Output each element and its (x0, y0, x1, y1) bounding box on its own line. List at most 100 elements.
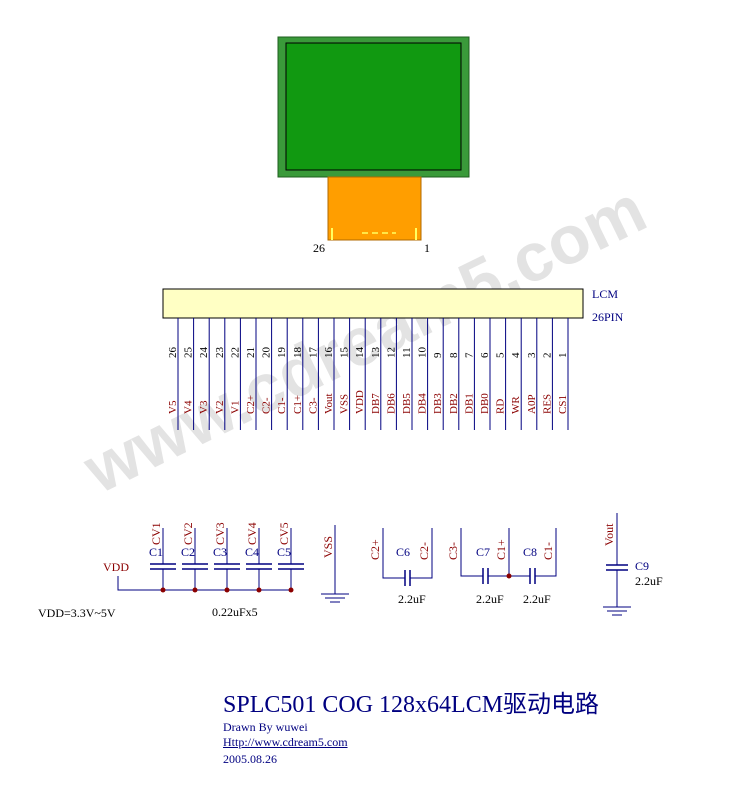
vss-net-label: VSS (321, 536, 335, 558)
power-cap-net-label: CV4 (245, 522, 259, 545)
connector-pin-signal: DB3 (432, 393, 444, 414)
c8-name: C8 (523, 545, 537, 559)
connector-pin-number: 21 (245, 347, 257, 358)
connector-pin-signal: C1- (276, 397, 288, 414)
connector-pin-number: 6 (479, 352, 491, 358)
connector-pin-number: 11 (401, 347, 413, 358)
connector-pin-number: 24 (198, 347, 210, 359)
connector-pin-number: 22 (229, 347, 241, 358)
connector-pin-number: 16 (323, 347, 335, 359)
connector-pin-number: 4 (510, 352, 522, 358)
connector-name: LCM (592, 287, 618, 301)
connector-pin-signal: DB4 (417, 393, 429, 414)
connector-pin-signal: V5 (167, 400, 179, 414)
connector-pin-number: 25 (183, 347, 195, 359)
c8-wire-right (535, 528, 557, 577)
lcd-screen (285, 42, 462, 171)
connector-pin-number: 2 (541, 353, 553, 359)
connector-pin-number: 7 (463, 352, 475, 358)
website-link[interactable]: Http://www.cdream5.com (223, 735, 348, 749)
power-cap-name: C2 (181, 545, 195, 559)
power-cap-name: C4 (245, 545, 259, 559)
connector-pin-signal: C3- (307, 397, 319, 414)
c6-net-left: C2+ (368, 539, 382, 560)
connector-pin-number: 18 (292, 347, 304, 359)
connector-pin-signal: DB5 (401, 393, 413, 414)
connector-pin-signal: CS1 (557, 395, 569, 414)
c6-net-right: C2- (417, 542, 431, 560)
c7c8-net-mid: C1+ (494, 539, 508, 560)
connector-pin-signal: WR (510, 396, 522, 414)
connector-pin-signal: DB6 (385, 393, 397, 414)
c7-value: 2.2uF (476, 592, 504, 606)
power-cap-net-label: CV5 (277, 522, 291, 545)
connector-pin-signal: Vout (323, 393, 335, 414)
c6-name: C6 (396, 545, 410, 559)
power-cap-junction (288, 587, 294, 593)
connector-pin-number: 3 (526, 352, 538, 358)
power-cap-net-label: CV3 (213, 522, 227, 545)
connector-pin-signal: DB1 (463, 393, 475, 414)
connector-pin-number: 10 (417, 347, 429, 359)
c6-value: 2.2uF (398, 592, 426, 606)
lcm-pin-26-label: 26 (313, 241, 325, 255)
c6-wire-left (382, 528, 405, 579)
connector-pin-signal: C1+ (292, 395, 304, 414)
connector-pin-signal: VSS (339, 394, 351, 414)
connector-pin-number: 8 (448, 352, 460, 358)
connector-pin-signal: C2- (261, 397, 273, 414)
connector-pin-number: 13 (370, 347, 382, 359)
power-cap-junction (192, 587, 198, 593)
c7c8-net-left: C3- (446, 542, 460, 560)
c9-value: 2.2uF (635, 574, 663, 588)
connector-subtitle: 26PIN (592, 310, 624, 324)
connector-pin-signal: V3 (198, 400, 210, 414)
c7-wire-left (460, 528, 483, 577)
page-title: SPLC501 COG 128x64LCM驱动电路 (223, 692, 600, 718)
date-label: 2005.08.26 (223, 752, 277, 766)
connector-pin-number: 1 (557, 353, 569, 359)
connector-pin-signal: V4 (183, 400, 195, 414)
power-cap-junction (160, 587, 166, 593)
connector-pin-signal: DB7 (370, 393, 382, 414)
connector-pin-number: 12 (385, 347, 397, 358)
connector-pin-number: 23 (214, 347, 226, 359)
power-cap-net-label: CV2 (181, 522, 195, 545)
connector-pin-signal: C2+ (245, 395, 257, 414)
connector-pin-number: 14 (354, 347, 366, 359)
connector-pin-number: 9 (432, 352, 444, 358)
c9-net-label: Vout (602, 523, 616, 546)
vss-ground: VSS (321, 525, 349, 603)
c6-wire-right (410, 528, 433, 579)
power-cap-name: C3 (213, 545, 227, 559)
power-cap-junction (256, 587, 262, 593)
connector-pin-number: 26 (167, 347, 179, 359)
power-cap-name: C1 (149, 545, 163, 559)
c9-name: C9 (635, 559, 649, 573)
c7-c8-junction (506, 573, 512, 579)
power-caps-value: 0.22uFx5 (212, 605, 258, 619)
power-cap-name: C5 (277, 545, 291, 559)
connector-pins: 26V525V424V323V222V121C2+20C2-19C1-18C1+… (167, 318, 569, 430)
power-cap-net-label: CV1 (149, 522, 163, 545)
capacitor-c6: C2+ C2- C6 2.2uF (368, 528, 433, 606)
lcd-module: 26 1 (277, 36, 470, 255)
c8-value: 2.2uF (523, 592, 551, 606)
connector-pin-signal: V2 (214, 401, 226, 414)
connector-pin-signal: RD (495, 399, 507, 414)
lcm-pin-1-label: 1 (424, 241, 430, 255)
connector-pin-number: 19 (276, 347, 288, 359)
connector-pin-number: 20 (261, 347, 273, 359)
connector-pin-signal: DB2 (448, 393, 460, 414)
connector-pin-signal: A0P (526, 394, 538, 414)
lcm-connector: LCM 26PIN 26V525V424V323V222V121C2+20C2-… (162, 287, 624, 430)
power-cap-junction (224, 587, 230, 593)
drawn-by-label: Drawn By wuwei (223, 720, 308, 734)
connector-body (162, 288, 584, 319)
capacitor-c9: Vout C9 2.2uF (602, 513, 663, 616)
connector-pin-number: 17 (307, 347, 319, 359)
connector-pin-number: 5 (495, 352, 507, 358)
